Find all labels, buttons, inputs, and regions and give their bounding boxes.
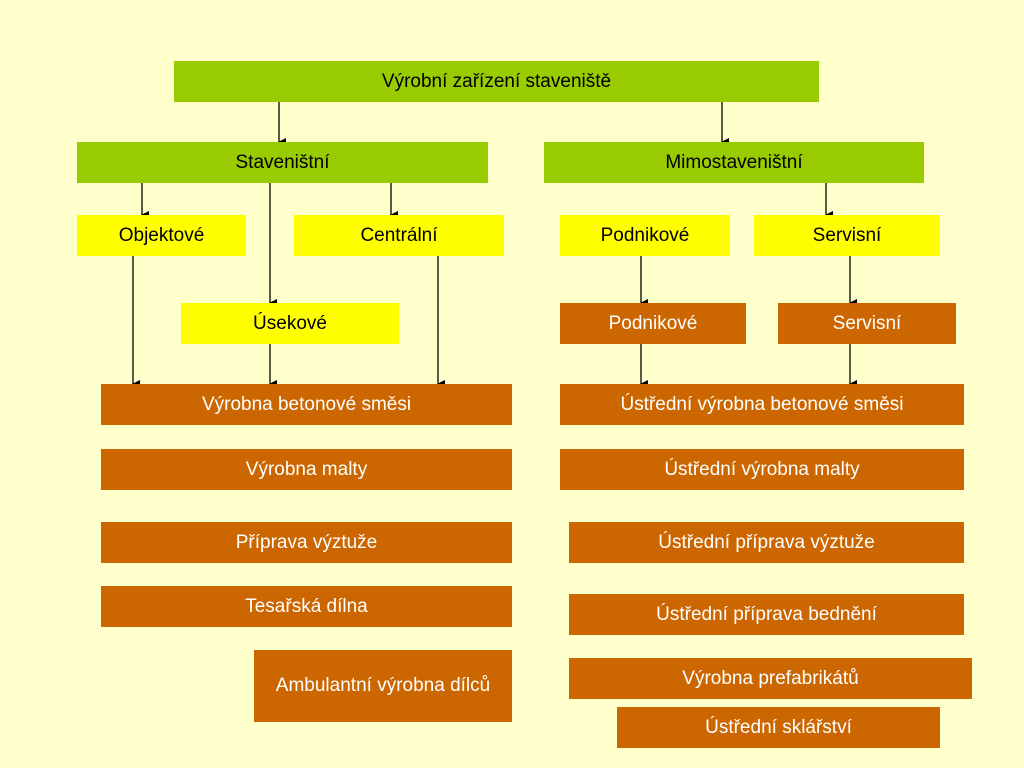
offsite-facility: Ústřední výrobna betonové směsi <box>560 384 964 425</box>
offsite-facility: Ústřední příprava výztuže <box>569 522 964 563</box>
type-service-detail: Servisní <box>778 303 956 344</box>
type-central: Centrální <box>294 215 504 256</box>
branch-site: Staveništní <box>77 142 488 183</box>
site-facility: Výrobna betonové směsi <box>101 384 512 425</box>
site-facility: Ambulantní výrobna dílců <box>254 650 512 722</box>
site-facility: Příprava výztuže <box>101 522 512 563</box>
offsite-facility: Ústřední výrobna malty <box>560 449 964 490</box>
branch-offsite: Mimostaveništní <box>544 142 924 183</box>
type-object: Objektové <box>77 215 246 256</box>
root-node: Výrobní zařízení staveniště <box>174 61 819 102</box>
site-facility: Tesařská dílna <box>101 586 512 627</box>
type-service: Servisní <box>754 215 940 256</box>
type-company-detail: Podnikové <box>560 303 746 344</box>
offsite-facility: Ústřední příprava bednění <box>569 594 964 635</box>
site-facility: Výrobna malty <box>101 449 512 490</box>
type-section: Úsekové <box>181 303 399 344</box>
offsite-facility: Výrobna prefabrikátů <box>569 658 972 699</box>
type-company: Podnikové <box>560 215 730 256</box>
offsite-facility: Ústřední sklářství <box>617 707 940 748</box>
